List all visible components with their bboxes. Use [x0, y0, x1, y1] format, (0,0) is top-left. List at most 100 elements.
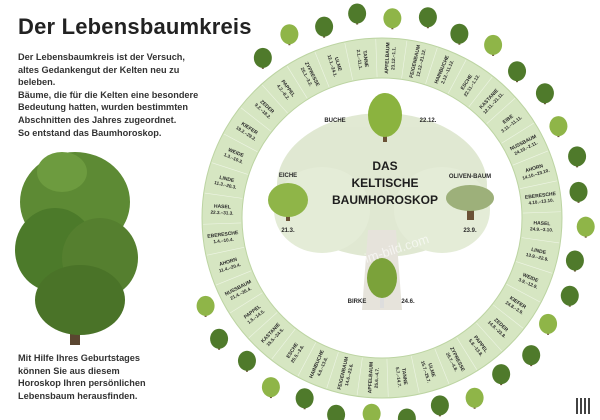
inner-tree-date: 21.3.: [281, 228, 295, 234]
intro-text: Der Lebensbaumkreis ist der Versuch, alt…: [18, 51, 233, 139]
tree-illustration: [348, 3, 367, 25]
tree-illustration: [253, 47, 272, 69]
ring-segment-divider: [215, 270, 252, 286]
ring-segment-divider: [203, 222, 242, 225]
ring-segment-date: 4.10.–13.10.: [528, 198, 554, 206]
tree-illustration: [539, 313, 558, 335]
ring-segment-divider: [297, 342, 317, 377]
tree-illustration: [418, 7, 437, 29]
intro-line: altes Gedankengut der Kelten neu zu: [18, 64, 180, 75]
tree-illustration: [295, 388, 314, 410]
ring-segment-date: 23.12.–1.1.: [390, 47, 396, 70]
ring-segment-divider: [512, 150, 549, 166]
ring-segment-divider: [411, 355, 420, 394]
ring-segment-divider: [326, 352, 339, 389]
ring-segment-divider: [521, 237, 560, 244]
ring-segment-divider: [375, 39, 378, 78]
ring-segment-name: AHORN: [525, 163, 545, 174]
ring-edge-outer: [201, 37, 563, 399]
inner-tree-birke: BIRKE 24.6.: [348, 258, 415, 308]
ring-segment-date: 5.7.–14.7.: [395, 367, 402, 388]
ring-segment-date: 25.6.–4.7.: [374, 368, 380, 389]
intro-line: Abschnitten des Jahres zugeordnet.: [18, 114, 177, 125]
ring-segment-divider: [286, 66, 308, 99]
ring-segment-name: APFELBAUM: [367, 362, 375, 394]
tree-illustration: [450, 23, 469, 45]
tree-illustration: [261, 377, 280, 399]
ring-segment-name: LINDE: [219, 175, 236, 184]
ring-segment-divider: [248, 312, 278, 338]
tree-illustration: [565, 250, 584, 272]
ring-segment-date: 15.7.–25.7.: [420, 360, 432, 383]
ring-segment-date: 24.9.–3.10.: [530, 226, 553, 232]
tree-illustration: [568, 146, 587, 168]
ring-segment-divider: [522, 211, 561, 214]
ring-band: [202, 38, 562, 398]
tree-illustration: [196, 295, 215, 317]
ring-segment-name: TANNE: [361, 50, 369, 68]
ring-segment-divider: [271, 328, 296, 360]
center-title-line: BAUMHOROSKOP: [332, 193, 438, 207]
ring-segment-date: 2.1.–11.1.: [356, 49, 363, 70]
ring-segment-date: 13.9.–22.9.: [525, 252, 549, 262]
ring-segment-name: ULME: [426, 363, 436, 379]
ring-segment-date: 11.3.–20.3.: [214, 180, 237, 190]
tree-illustration: [362, 403, 381, 420]
ring-segment-date: 14.6.–23.6.: [344, 363, 354, 387]
ring-segment-divider: [492, 304, 524, 329]
tree-illustration: [210, 328, 229, 350]
ring-segment-name: APFELBAUM: [384, 42, 392, 74]
ring-segment-divider: [356, 357, 363, 396]
ring-segment-name: AHORN: [219, 257, 239, 268]
ring-segment-divider: [506, 283, 541, 303]
inner-tree-eiche: EICHE 21.3.: [268, 173, 308, 234]
outro-line: Mit Hilfe Ihres Geburtstages: [18, 353, 141, 363]
ring-segment-name: HASEL: [214, 204, 231, 211]
tree-illustration: [465, 387, 484, 409]
tree-illustration: [576, 216, 595, 238]
ring-segment-divider: [447, 59, 467, 94]
intro-line: Bäume, die für die Kelten eine besondere: [18, 89, 199, 100]
tree-illustration: [430, 395, 449, 417]
tree-illustration: [508, 61, 527, 83]
ring-segment-divider: [230, 292, 263, 314]
ring-segment-date: 12.1.–24.1.: [327, 54, 339, 77]
tree-illustration: [280, 24, 299, 46]
ring-segment-divider: [401, 40, 408, 79]
ring-segment-divider: [211, 162, 248, 175]
ring-segment-divider: [240, 107, 272, 132]
outro-text: Mit Hilfe Ihres Geburtstages können Sie …: [18, 352, 208, 402]
ring-segment-divider: [519, 180, 558, 189]
ring-segment-divider: [434, 348, 450, 385]
center-title-line: KELTISCHE: [351, 176, 418, 190]
ring-segment-name: EBERESCHE: [525, 191, 557, 201]
inner-tree-name: BIRKE: [348, 299, 367, 305]
tree-illustration: [560, 285, 579, 307]
ring-segment-name: ULME: [333, 57, 343, 73]
tree-illustration: [492, 364, 511, 386]
outro-line: können Sie aus diesem: [18, 365, 120, 376]
intro-line: Der Lebensbaumkreis ist der Versuch,: [18, 52, 185, 62]
intro-line: Bedeutung hatten, wurden bestimmten: [18, 102, 188, 113]
inner-tree-buche: BUCHE 22.12.: [324, 93, 437, 142]
ring-segment-divider: [314, 51, 330, 88]
outro-line: Lebensbaum herausfinden.: [18, 390, 138, 401]
tree-illustration: [484, 34, 503, 56]
ring-segment-divider: [516, 261, 553, 274]
outro-line: Horoskop Ihren persönlichen: [18, 378, 146, 389]
tree-illustration: [383, 8, 402, 30]
ring-segment-date: 1.4.–10.4.: [213, 237, 234, 244]
inner-tree-date: 23.9.: [463, 228, 477, 234]
ring-segment-name: TANNE: [400, 368, 408, 386]
inner-tree-name: BUCHE: [324, 118, 345, 124]
